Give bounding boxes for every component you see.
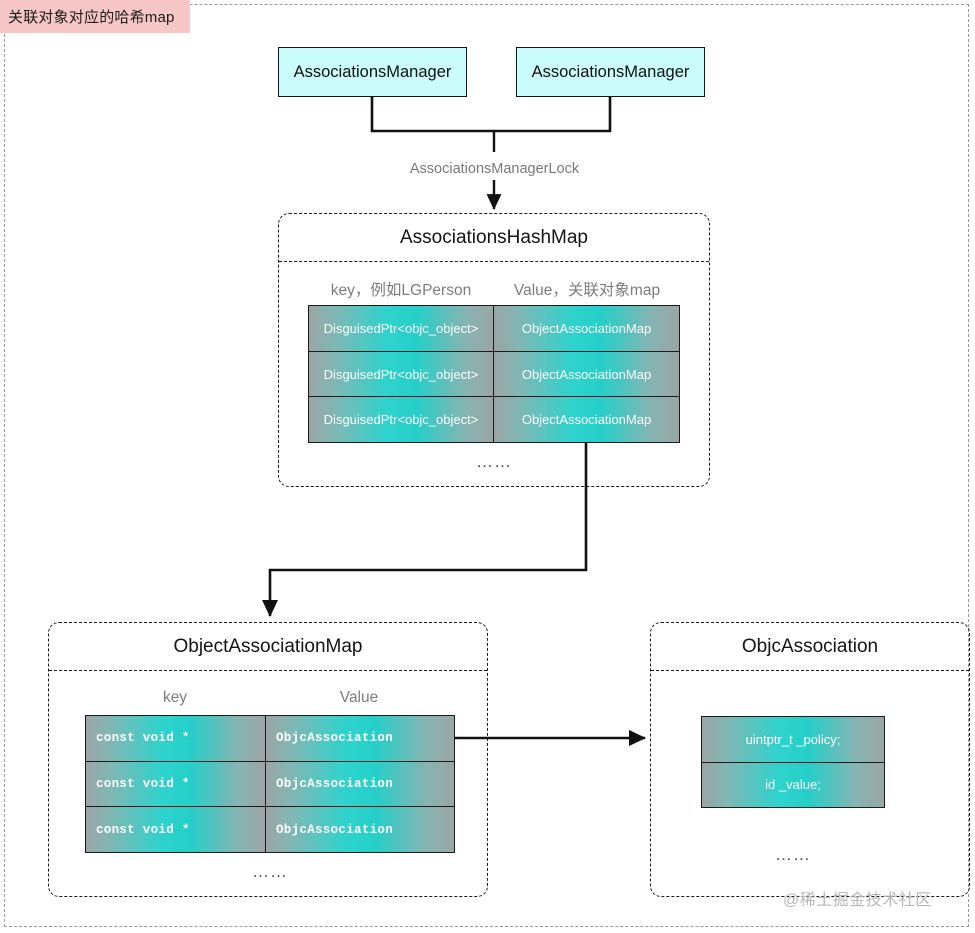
hashmap-value-cell: ObjectAssociationMap (494, 351, 679, 397)
oam-key-cell: const void * (86, 761, 266, 807)
table-row[interactable]: id _value; (702, 762, 884, 807)
associations-manager-label: AssociationsManager (293, 62, 452, 81)
hashmap-ellipsis: …… (476, 452, 512, 471)
table-row[interactable]: DisguisedPtr<objc_object> ObjectAssociat… (309, 397, 679, 443)
manager-merge-wire (370, 97, 612, 133)
objc-association-field-value: id _value; (702, 762, 884, 807)
oam-value-cell: ObjcAssociation (266, 761, 454, 807)
hashmap-key-cell: DisguisedPtr<objc_object> (309, 397, 494, 443)
oam-key-header: key (162, 689, 188, 706)
hashmap-key-cell: DisguisedPtr<objc_object> (309, 351, 494, 397)
oam-value-cell: ObjcAssociation (266, 716, 454, 761)
diagram-caption: 关联对象对应的哈希map (0, 0, 190, 33)
objc-association-box: ObjcAssociation (650, 622, 970, 897)
oam-value-cell: ObjcAssociation (266, 807, 454, 853)
objc-association-title: ObjcAssociation (651, 623, 969, 671)
object-association-map-title: ObjectAssociationMap (49, 623, 487, 671)
oam-key-cell: const void * (86, 807, 266, 853)
hashmap-value-header: Value，关联对象map (513, 282, 661, 299)
associations-manager-box-left[interactable]: AssociationsManager (278, 47, 467, 97)
table-row[interactable]: const void * ObjcAssociation (86, 807, 454, 853)
associations-manager-box-right[interactable]: AssociationsManager (516, 47, 705, 97)
hashmap-value-cell: ObjectAssociationMap (494, 306, 679, 351)
associations-hashmap-title: AssociationsHashMap (279, 214, 709, 262)
table-row[interactable]: const void * ObjcAssociation (86, 761, 454, 808)
hashmap-key-cell: DisguisedPtr<objc_object> (309, 306, 494, 351)
watermark: @稀土掘金技术社区 (783, 892, 932, 909)
table-row[interactable]: const void * ObjcAssociation (86, 716, 454, 762)
hashmap-value-cell: ObjectAssociationMap (494, 397, 679, 443)
table-row[interactable]: DisguisedPtr<objc_object> ObjectAssociat… (309, 306, 679, 352)
table-row[interactable]: uintptr_t _policy; (702, 717, 884, 763)
objc-association-field-policy: uintptr_t _policy; (702, 717, 884, 762)
object-association-map-table: const void * ObjcAssociation const void … (85, 715, 455, 853)
oam-key-cell: const void * (86, 716, 266, 761)
table-row[interactable]: DisguisedPtr<objc_object> ObjectAssociat… (309, 351, 679, 398)
objc-association-fields-table: uintptr_t _policy; id _value; (701, 716, 885, 808)
object-association-map-box: ObjectAssociationMap (48, 622, 488, 897)
associations-manager-lock-label: AssociationsManagerLock (409, 161, 580, 177)
oam-value-header: Value (339, 689, 379, 706)
hashmap-key-header: key，例如LGPerson (330, 282, 472, 299)
hashmap-table: DisguisedPtr<objc_object> ObjectAssociat… (308, 305, 680, 443)
oam-ellipsis: …… (252, 862, 288, 881)
objc-association-ellipsis: …… (775, 845, 811, 864)
associations-manager-label: AssociationsManager (531, 62, 690, 81)
